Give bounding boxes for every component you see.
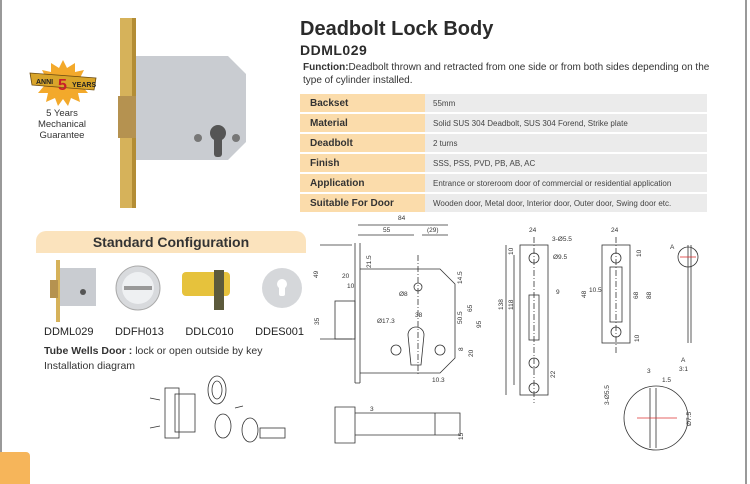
spec-label: Deadbolt — [300, 134, 425, 152]
svg-text:ANNI: ANNI — [36, 79, 53, 86]
dimension-label: 50.5 — [457, 311, 464, 324]
dimension-label: 3:1 — [679, 366, 689, 373]
dimension-label: 3-Ø5.5 — [552, 236, 572, 243]
guarantee-line: Mechanical — [37, 119, 87, 130]
dimension-label: 14.5 — [457, 271, 464, 284]
spec-value: Solid SUS 304 Deadbolt, SUS 304 Forend, … — [425, 114, 707, 132]
dimension-label: 20 — [468, 349, 475, 357]
dimension-label: 15 — [458, 432, 465, 440]
dimension-label: Ø7.5 — [686, 411, 693, 426]
dimension-label: 1.5 — [662, 377, 672, 384]
guarantee-badge: ANNI 5 YEARS — [29, 60, 97, 106]
cylinder-thumb — [182, 270, 230, 310]
frame-border-left — [0, 0, 2, 484]
config-product-labels: DDML029 DDFH013 DDLC010 DDES001 — [44, 326, 304, 338]
dimension-label: 22 — [550, 370, 557, 378]
dimension-label: Ø8 — [399, 291, 408, 298]
tube-wells-note: Tube Wells Door : lock or open outside b… — [44, 345, 262, 357]
dimension-label: 38 — [415, 312, 423, 319]
flush-handle-thumb — [115, 265, 161, 311]
dimension-label: 65 — [467, 304, 474, 312]
dimension-label: 10 — [347, 283, 355, 290]
dimension-label: 3 — [370, 406, 374, 413]
model-number: DDML029 — [300, 42, 368, 58]
dimension-label: 10 — [634, 334, 641, 342]
dimension-label: 3-Ø5.5 — [604, 385, 611, 405]
product-label: DDLC010 — [185, 326, 234, 338]
technical-drawing — [320, 224, 699, 451]
dimension-label: Ø17.3 — [377, 318, 395, 325]
config-title: Standard Configuration — [36, 231, 306, 253]
guarantee-line: Guarantee — [39, 130, 85, 141]
dimension-label: 24 — [529, 227, 537, 234]
spec-value: SSS, PSS, PVD, PB, AB, AC — [425, 154, 707, 172]
installation-label: Installation diagram — [44, 360, 136, 372]
spec-label: Suitable For Door — [300, 194, 425, 212]
dimension-label: 20 — [342, 273, 350, 280]
product-label: DDML029 — [44, 326, 94, 338]
spec-value: 2 turns — [425, 134, 707, 152]
dimension-label: 3 — [647, 368, 651, 375]
dimension-label: (29) — [427, 227, 439, 234]
spec-value: Wooden door, Metal door, Interior door, … — [425, 194, 707, 212]
standard-configuration-panel: Standard Configuration — [36, 231, 306, 471]
dimension-label: 10 — [508, 247, 515, 255]
spec-label: Finish — [300, 154, 425, 172]
svg-text:YEARS: YEARS — [72, 82, 96, 89]
product-label: DDES001 — [255, 326, 304, 338]
dimension-label: 118 — [508, 299, 515, 310]
dimension-label: 138 — [498, 299, 505, 310]
dimension-label: 88 — [646, 291, 653, 299]
dimension-label: 84 — [398, 215, 406, 222]
dimension-label: 49 — [313, 270, 320, 278]
frame-border-right — [745, 0, 747, 484]
dimension-label: A — [670, 244, 675, 251]
dimension-label: 95 — [476, 320, 483, 328]
spec-value: Entrance or storeroom door of commercial… — [425, 174, 707, 192]
spec-label: Application — [300, 174, 425, 192]
dimension-label: 24 — [611, 227, 619, 234]
dimension-label: A — [681, 357, 686, 364]
spec-value: 55mm — [425, 94, 707, 112]
escutcheon-thumb — [262, 268, 302, 308]
installation-diagram — [149, 375, 286, 443]
tube-text: lock or open outside by key — [132, 345, 263, 357]
guarantee-text: 5 Years Mechanical Guarantee — [30, 108, 94, 141]
dimension-label: 68 — [633, 291, 640, 299]
dimension-label: 35 — [314, 317, 321, 325]
spec-label: Material — [300, 114, 425, 132]
corner-accent — [0, 452, 30, 484]
function-description: Function:Deadbolt thrown and retracted f… — [303, 61, 723, 87]
lock-body-thumb — [50, 260, 96, 322]
product-label: DDFH013 — [114, 326, 164, 338]
lock-body-photo — [118, 18, 246, 208]
dimension-label: 10.3 — [432, 377, 445, 384]
dimension-label: 10.5 — [589, 287, 602, 294]
dimension-label: 21.5 — [366, 255, 373, 268]
page-title: Deadbolt Lock Body — [300, 18, 494, 40]
dimension-label: 9 — [556, 289, 560, 296]
dimension-label: Ø9.5 — [553, 254, 568, 261]
function-text: Deadbolt thrown and retracted from one s… — [303, 62, 710, 86]
dimension-label: 10 — [636, 249, 643, 257]
dimension-label: 48 — [581, 290, 588, 298]
dimension-label: 55 — [383, 227, 391, 234]
guarantee-line: 5 Years — [46, 108, 78, 119]
dimension-label: 8 — [458, 347, 465, 351]
spec-label: Backset — [300, 94, 425, 112]
function-label: Function: — [303, 62, 349, 73]
config-product-images — [50, 260, 302, 322]
tube-label: Tube Wells Door : — [44, 345, 133, 357]
svg-text:5: 5 — [58, 77, 67, 94]
